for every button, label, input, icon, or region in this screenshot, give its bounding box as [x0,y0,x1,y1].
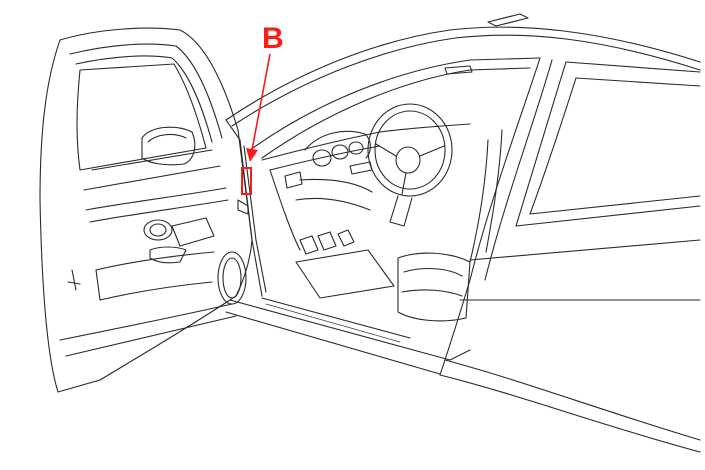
callout-b: B [241,22,284,195]
interior [261,103,503,322]
pedal [317,231,337,251]
front-seat [397,252,471,322]
callout-arrowhead [246,148,258,162]
door-speaker [217,251,247,305]
pedal [299,235,319,255]
callout-leader-line [251,53,271,151]
steering-wheel [367,103,453,197]
callout-label: B [262,22,284,55]
car-body [225,13,701,453]
front-door-open [39,27,253,393]
pedal [337,229,355,247]
side-mirror [141,126,196,166]
label-location-marker [241,167,252,195]
door-handle [143,219,173,241]
